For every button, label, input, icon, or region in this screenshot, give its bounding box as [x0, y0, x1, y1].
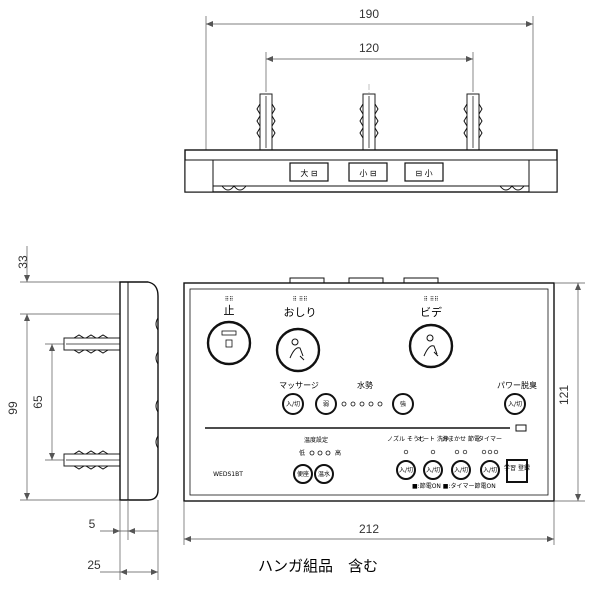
- temperature-header: 温度設定: [304, 436, 328, 444]
- power-save-note: ■:節電ON ■:タイマー節電ON: [412, 482, 496, 490]
- dimension-120: 120: [359, 41, 379, 55]
- svg-text:⠿ ⠿⠿: ⠿ ⠿⠿: [423, 296, 438, 303]
- hanger-hook-left: [256, 93, 276, 151]
- bidet-label: ビデ: [420, 305, 442, 319]
- stop-button[interactable]: [206, 320, 252, 366]
- water-force-level-indicator: [341, 401, 383, 407]
- svg-text:入/切: 入/切: [286, 401, 300, 408]
- caption: ハンガ組品 含む: [258, 557, 378, 575]
- auto-wash-button[interactable]: 入/切: [423, 460, 443, 480]
- svg-text:学習 登録: 学習 登録: [504, 464, 530, 472]
- dimension-190: 190: [359, 7, 379, 21]
- bidet-button[interactable]: [408, 323, 454, 369]
- timer-button[interactable]: 入/切: [480, 460, 500, 480]
- svg-text:弱: 弱: [323, 401, 329, 408]
- svg-text:温水: 温水: [318, 470, 330, 478]
- svg-text:入/切: 入/切: [483, 467, 497, 474]
- timer-label: タイマー: [478, 435, 502, 443]
- svg-text:低: 低: [299, 449, 305, 457]
- flush-small-button[interactable]: 小 ⊟: [348, 162, 388, 182]
- stop-label: 止: [224, 304, 235, 317]
- toilet-seat-temp-button[interactable]: 便座: [293, 464, 313, 484]
- stop-braille: ⠿⠿: [225, 296, 234, 303]
- svg-text:強: 強: [400, 400, 406, 408]
- flush-small-alt-button[interactable]: ⊟ 小: [404, 162, 444, 182]
- svg-text:⊟ 小: ⊟ 小: [415, 169, 432, 178]
- oshiri-button[interactable]: [275, 327, 321, 373]
- front-view: 212 121 ⠿⠿ 止 ⠿ ⠿⠿ おしり ⠿ ⠿⠿ ビデ: [183, 277, 585, 545]
- svg-text:入/切: 入/切: [426, 467, 440, 474]
- power-save-label: おまかせ 節電: [442, 435, 480, 443]
- svg-text:⠿ ⠿⠿: ⠿ ⠿⠿: [292, 296, 307, 303]
- water-temp-button[interactable]: 温水: [314, 464, 334, 484]
- oshiri-label: おしり: [284, 306, 317, 319]
- nozzle-clean-button[interactable]: 入/切: [396, 460, 416, 480]
- side-hanger-lower: [63, 450, 122, 470]
- nozzle-label: ノズル そうじ: [387, 435, 425, 443]
- massage-button[interactable]: 入/切: [282, 393, 304, 415]
- svg-text:入/切: 入/切: [454, 467, 468, 474]
- model-number: WEDS1BT: [213, 471, 243, 478]
- remote-body-side: [119, 281, 159, 501]
- dimension-65: 65: [31, 395, 45, 409]
- svg-text:大 ⊟: 大 ⊟: [300, 168, 317, 178]
- power-deodorize-button[interactable]: 入/切: [504, 393, 526, 415]
- water-force-strong-button[interactable]: 強: [392, 393, 414, 415]
- dimension-25: 25: [87, 558, 101, 572]
- water-force-weak-button[interactable]: 弱: [315, 393, 337, 415]
- dimension-5: 5: [89, 517, 96, 531]
- dimension-212: 212: [359, 522, 379, 536]
- hanger-hook-center: [359, 93, 379, 151]
- flush-large-button[interactable]: 大 ⊟: [289, 162, 329, 182]
- learn-register-button[interactable]: 学習 登録: [504, 459, 530, 483]
- dimension-99: 99: [6, 401, 20, 415]
- svg-text:高: 高: [335, 449, 341, 457]
- svg-text:便座: 便座: [297, 470, 309, 478]
- side-hanger-upper: [63, 334, 122, 354]
- power-save-button[interactable]: 入/切: [451, 460, 471, 480]
- water-force-label: 水勢: [357, 380, 373, 390]
- svg-text:入/切: 入/切: [508, 401, 522, 408]
- side-view: 33 99 65 5: [6, 246, 159, 580]
- status-lamp: [515, 424, 527, 432]
- power-deodorize-label: パワー脱臭: [497, 380, 537, 390]
- svg-text:小 ⊟: 小 ⊟: [359, 169, 376, 178]
- massage-label: マッサージ: [279, 381, 319, 390]
- dimension-33: 33: [16, 255, 30, 269]
- dimension-121: 121: [557, 385, 571, 405]
- hanger-hook-right: [463, 93, 483, 151]
- svg-text:入/切: 入/切: [399, 467, 413, 474]
- auto-label: オート 洗浄: [417, 435, 449, 443]
- top-view: 190 120: [184, 7, 558, 193]
